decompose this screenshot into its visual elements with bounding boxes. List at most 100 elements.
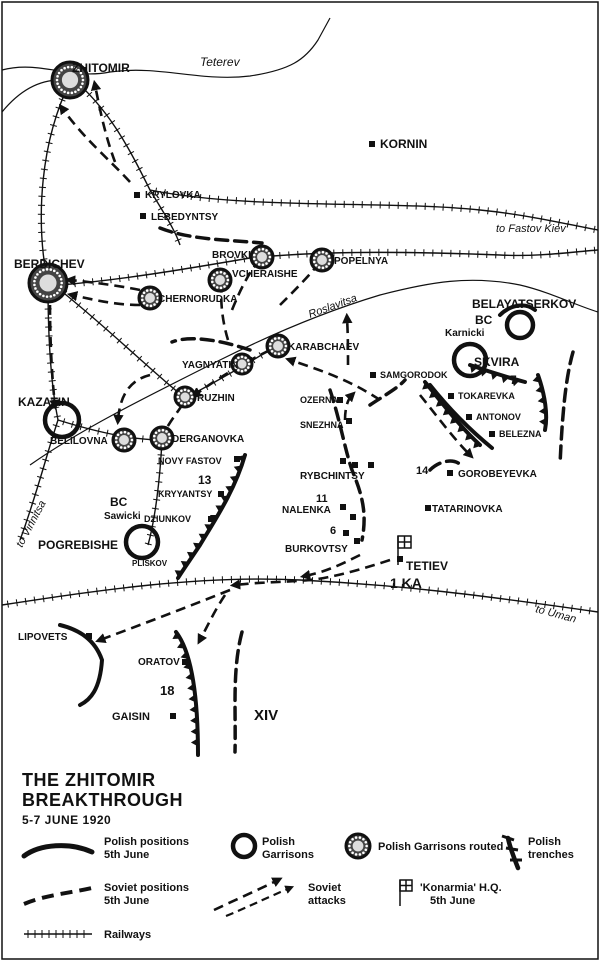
railway-zhitomir-west	[40, 77, 73, 286]
legend-soviet-positions-symbol	[23, 886, 93, 906]
marker-oratov	[182, 659, 188, 665]
attack-burkovtsy	[299, 553, 361, 581]
routed-yagnyatin	[230, 352, 254, 376]
label-bc-sawicki: BC	[110, 495, 128, 509]
river-label-roslavitsa: Roslavitsa	[307, 292, 359, 321]
routed-karabchaev	[265, 333, 291, 359]
garrison-belayatserkov	[504, 309, 536, 341]
marker-kryyantsy	[218, 491, 224, 497]
railway-derganovka-pogrebishe	[147, 439, 163, 546]
legend-konarmia-2: 5th June	[430, 895, 475, 907]
marker-burkovtsy	[354, 538, 360, 544]
teterev-river	[1, 17, 331, 78]
marker-nalenka	[340, 504, 346, 510]
label-sawicki: Sawicki	[104, 511, 141, 522]
marker-novy-fastov	[234, 456, 240, 462]
trench-skvira	[468, 363, 527, 384]
direction-fastov-kiev: to Fastov Kiev	[496, 223, 567, 235]
railway-berdichev-ruzhin	[59, 289, 186, 399]
label-brovki: BROVKI	[212, 250, 251, 261]
soviet-position-lebedyntsy	[158, 226, 264, 245]
label-rybchintsy: RYBCHINTSY	[300, 471, 365, 482]
attack-chernorudka-berdichev	[64, 275, 141, 292]
legend-railway-ticks	[27, 930, 85, 938]
routed-zhitomir	[50, 60, 90, 100]
soviet-position-gorobeyevka	[428, 459, 464, 472]
legend-polish-positions-1: Polish positions	[104, 836, 189, 848]
label-tokarevka: TOKAREVKA	[458, 391, 515, 401]
unit-7: 7	[510, 373, 517, 387]
legend-trench-symbol	[505, 835, 521, 871]
marker-antonov	[466, 414, 472, 420]
marker-tatarinovka	[425, 505, 431, 511]
legend-polish-positions-2: 5th June	[104, 849, 149, 861]
legend-polish-trenches-2: trenches	[528, 849, 574, 861]
title-line-2: BREAKTHROUGH	[22, 790, 183, 810]
legend-routed-symbol	[344, 832, 372, 860]
legend-polish-garrison-symbol	[230, 832, 258, 860]
marker-nalenka-2	[350, 514, 356, 520]
railway-south	[1, 578, 599, 613]
marker-gorobeyevka	[447, 470, 453, 476]
unit-14: 14	[416, 465, 429, 477]
garrison-skvira	[451, 341, 489, 379]
label-pogrebishe: POGREBISHE	[38, 538, 118, 552]
marker-tetiev	[397, 556, 403, 562]
legend-soviet-positions-2: 5th June	[104, 895, 149, 907]
label-tatarinovka: TATARINOVKA	[432, 504, 503, 515]
routed-derganovka	[149, 425, 175, 451]
marker-kornin	[369, 141, 375, 147]
legend-polish-trenches-1: Polish	[528, 836, 561, 848]
label-karabchaev: KARABCHAEV	[288, 342, 359, 353]
label-kornin: KORNIN	[380, 137, 427, 151]
label-popelnya: POPELNYA	[334, 256, 388, 267]
marker-ozerna	[337, 397, 343, 403]
legend: Polish positions 5th June Polish Garriso…	[21, 832, 574, 941]
soviet-attacks	[48, 79, 474, 645]
routed-ruzhin	[173, 385, 197, 409]
label-krylovka: KRYLOVKA	[145, 190, 201, 201]
label-tetiev: TETIEV	[406, 559, 448, 573]
railway-fastov	[149, 189, 599, 231]
attack-oratov	[197, 594, 227, 645]
title-dates: 5-7 JUNE 1920	[22, 813, 111, 827]
label-oratov: ORATOV	[138, 657, 180, 668]
routed-berdichev	[27, 262, 69, 304]
garrison-kazatin	[42, 400, 82, 440]
polish-positions	[58, 303, 537, 707]
legend-polish-garrisons-2: Garrisons	[262, 849, 314, 861]
label-lipovets: LIPOVETS	[18, 632, 68, 643]
legend-soviet-attacks-1: Soviet	[308, 882, 341, 894]
marker-samgorodok	[370, 372, 376, 378]
label-derganovka: DERGANOVKA	[172, 434, 244, 445]
label-vcheraishe: VCHERAISHE	[232, 269, 298, 280]
label-samgorodok: SAMGORODOK	[380, 370, 448, 380]
label-ruzhin: RUZHIN	[197, 393, 235, 404]
title-line-1: THE ZHITOMIR	[22, 770, 156, 790]
label-zhitomir: ZHITOMIR	[72, 61, 130, 75]
label-1ka: 1 KA	[390, 575, 422, 591]
legend-polish-garrisons-1: Polish	[262, 836, 295, 848]
label-belayatserkov: BELAYATSERKOV	[472, 297, 576, 311]
trench-oratov	[174, 630, 200, 757]
map-title: THE ZHITOMIR BREAKTHROUGH 5-7 JUNE 1920	[22, 770, 183, 827]
unit-xiv: XIV	[254, 707, 278, 724]
attack-krylovka-zhitomir-2	[90, 79, 117, 163]
label-gaisin: GAISIN	[112, 711, 150, 723]
label-ozerna: OZERNA	[300, 395, 339, 405]
label-karnicki: Karnicki	[445, 328, 485, 339]
marker-rybchintsy	[340, 458, 346, 464]
label-lebedyntsy: LEBEDYNTSY	[151, 212, 219, 223]
attack-chernorudka-berdichev-2	[66, 291, 141, 307]
legend-konarmia-symbol	[399, 879, 413, 906]
routed-popelnya	[309, 247, 335, 273]
konarmia-hq-flag	[397, 535, 412, 565]
routed-belilovna	[111, 427, 137, 453]
label-gorobeyevka: GOROBEYEVKA	[458, 469, 537, 480]
label-pliskov: PLISKOV	[132, 559, 168, 568]
unit-11: 11	[316, 493, 328, 505]
marker-gaisin	[170, 713, 176, 719]
attack-berdichev-kazatin	[48, 304, 60, 411]
label-yagnyatin: YAGNYATIN	[182, 360, 238, 371]
